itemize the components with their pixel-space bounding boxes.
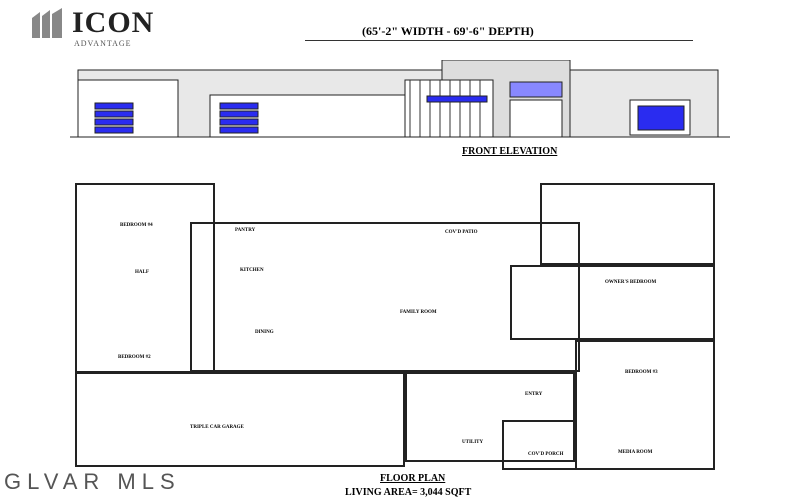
living-area: LIVING AREA= 3,044 SQFT bbox=[345, 487, 472, 498]
room-half: HALF bbox=[135, 270, 149, 275]
logo-name: ICON bbox=[72, 6, 155, 39]
room-family: FAMILY ROOM bbox=[400, 310, 437, 315]
room-porch: COV'D PORCH bbox=[528, 452, 564, 457]
floor-plan-title: FLOOR PLAN bbox=[380, 473, 446, 484]
room-bedroom4: BEDROOM #4 bbox=[120, 223, 153, 228]
logo-subtitle: ADVANTAGE bbox=[74, 39, 132, 48]
elevation-title: FRONT ELEVATION bbox=[462, 146, 558, 157]
room-garage: TRIPLE CAR GARAGE bbox=[190, 425, 244, 430]
room-pantry: PANTRY bbox=[235, 228, 256, 233]
dimensions-title: (65'-2" WIDTH - 69'-6" DEPTH) bbox=[362, 24, 534, 38]
front-elevation-drawing bbox=[70, 60, 730, 138]
room-kitchen: KITCHEN bbox=[240, 268, 264, 273]
room-bedroom2: BEDROOM #2 bbox=[118, 355, 151, 360]
room-patio: COV'D PATIO bbox=[445, 230, 478, 235]
logo-icon bbox=[30, 8, 66, 38]
room-dining: DINING bbox=[255, 330, 274, 335]
room-utility: UTILITY bbox=[462, 440, 484, 445]
room-entry: ENTRY bbox=[525, 392, 543, 397]
divider bbox=[305, 40, 693, 41]
room-media: MEDIA ROOM bbox=[618, 450, 653, 455]
room-owners: OWNER'S BEDROOM bbox=[605, 280, 657, 285]
room-bedroom3: BEDROOM #3 bbox=[625, 370, 658, 375]
mls-watermark: GLVAR MLS bbox=[4, 469, 181, 494]
